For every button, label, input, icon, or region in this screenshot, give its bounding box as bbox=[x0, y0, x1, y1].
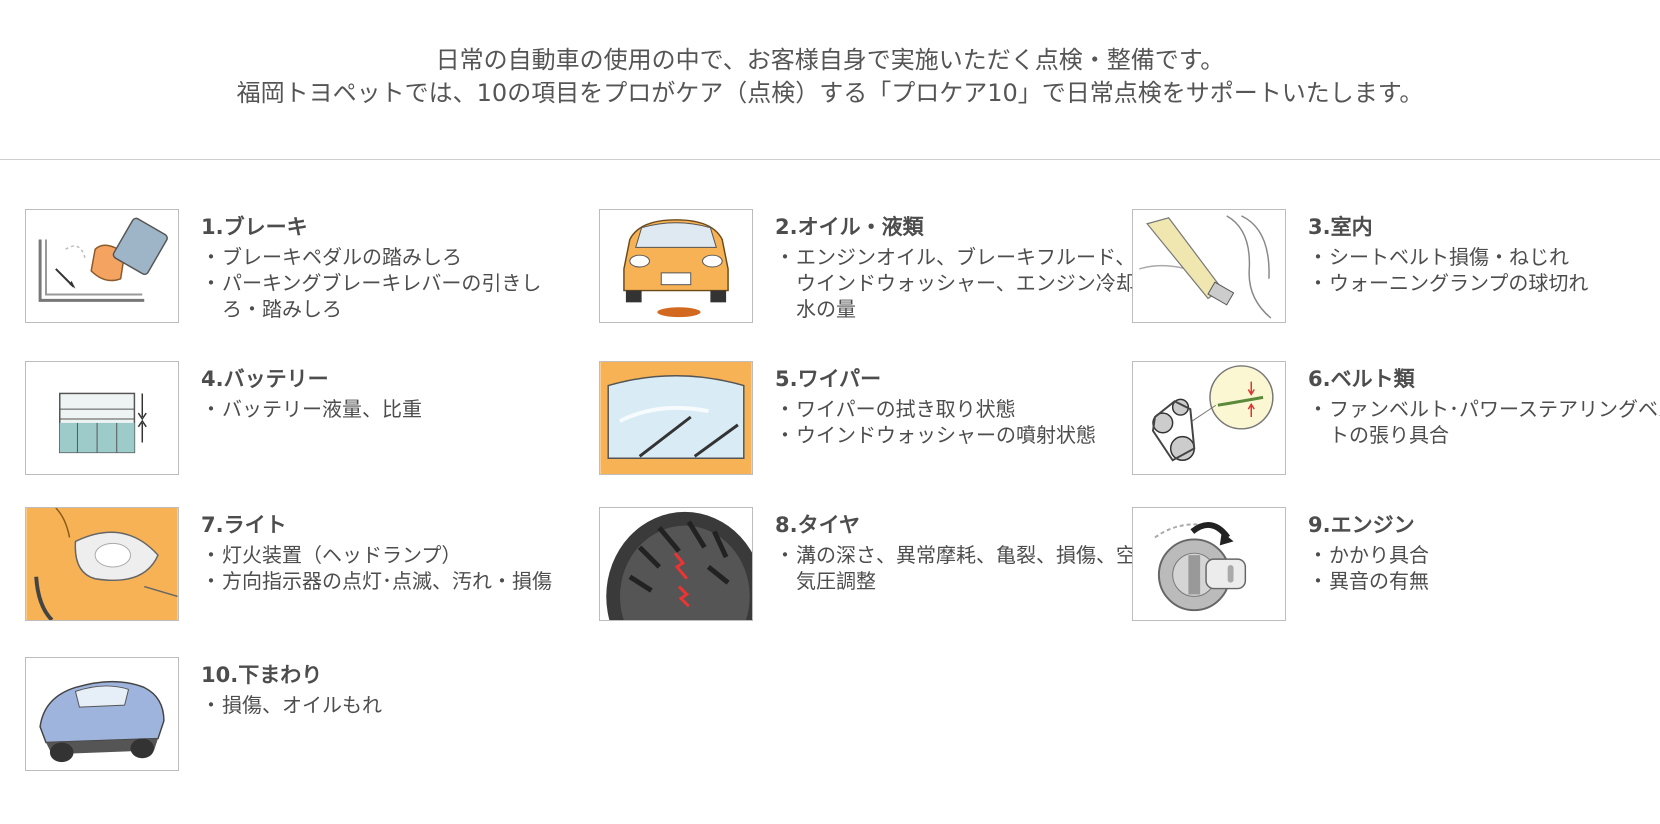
item-title: 1.ブレーキ bbox=[201, 215, 308, 239]
item-bullet: バッテリー液量、比重 bbox=[201, 396, 571, 422]
wiper-icon bbox=[599, 361, 753, 475]
item-bullet: 損傷、オイルもれ bbox=[201, 692, 571, 718]
item-title: 8.タイヤ bbox=[775, 513, 860, 537]
item-bullet: 溝の深さ、異常摩耗、亀裂、損傷、空気圧調整 bbox=[775, 542, 1145, 594]
seatbelt-icon bbox=[1132, 209, 1286, 323]
car-underside-icon bbox=[25, 657, 179, 771]
item-title: 7.ライト bbox=[201, 513, 287, 537]
tire-icon bbox=[599, 507, 753, 621]
inspection-item-interior: 3.室内 シートベルト損傷・ねじれ ウォーニングランプの球切れ bbox=[1132, 209, 1660, 329]
item-bullet: ブレーキペダルの踏みしろ bbox=[201, 244, 571, 270]
item-bullet: ウォーニングランプの球切れ bbox=[1308, 270, 1660, 296]
item-bullet: ファンベルト･パワーステアリングベルトの張り具合 bbox=[1308, 396, 1660, 448]
item-title: 10.下まわり bbox=[201, 663, 323, 687]
inspection-item-tire: 8.タイヤ 溝の深さ、異常摩耗、亀裂、損傷、空気圧調整 bbox=[599, 507, 1159, 627]
item-title: 4.バッテリー bbox=[201, 367, 329, 391]
item-bullet: パーキングブレーキレバーの引きしろ・踏みしろ bbox=[201, 270, 571, 322]
intro-text: 日常の自動車の使用の中で、お客様自身で実施いただく点検・整備です。 福岡トヨペッ… bbox=[0, 44, 1660, 110]
inspection-item-wiper: 5.ワイパー ワイパーの拭き取り状態 ウインドウォッシャーの噴射状態 bbox=[599, 361, 1159, 481]
inspection-item-battery: 4.バッテリー バッテリー液量、比重 bbox=[25, 361, 585, 481]
item-bullet: 灯火装置（ヘッドランプ） bbox=[201, 542, 571, 568]
item-bullet: ワイパーの拭き取り状態 bbox=[775, 396, 1145, 422]
item-bullet: 方向指示器の点灯･点滅、汚れ・損傷 bbox=[201, 568, 571, 594]
item-bullet: 異音の有無 bbox=[1308, 568, 1660, 594]
brake-pedal-icon bbox=[25, 209, 179, 323]
inspection-item-brake: 1.ブレーキ ブレーキペダルの踏みしろ パーキングブレーキレバーの引きしろ・踏み… bbox=[25, 209, 585, 329]
intro-line-2: 福岡トヨペットでは、10の項目をプロがケア（点検）する「プロケア10」で日常点検… bbox=[236, 79, 1424, 107]
headlight-icon bbox=[25, 507, 179, 621]
intro-line-1: 日常の自動車の使用の中で、お客様自身で実施いただく点検・整備です。 bbox=[435, 46, 1225, 74]
oil-leak-car-icon bbox=[599, 209, 753, 323]
inspection-item-engine: 9.エンジン かかり具合 異音の有無 bbox=[1132, 507, 1660, 627]
ignition-key-icon bbox=[1132, 507, 1286, 621]
item-title: 9.エンジン bbox=[1308, 513, 1415, 537]
item-bullet: シートベルト損傷・ねじれ bbox=[1308, 244, 1660, 270]
belt-icon bbox=[1132, 361, 1286, 475]
item-title: 3.室内 bbox=[1308, 215, 1373, 239]
item-title: 2.オイル・液類 bbox=[775, 215, 924, 239]
item-bullet: かかり具合 bbox=[1308, 542, 1660, 568]
item-bullet: ウインドウォッシャーの噴射状態 bbox=[775, 422, 1145, 448]
item-bullet: エンジンオイル、ブレーキフルード、ウインドウォッシャー、エンジン冷却水の量 bbox=[775, 244, 1145, 322]
item-title: 6.ベルト類 bbox=[1308, 367, 1415, 391]
inspection-item-belt: 6.ベルト類 ファンベルト･パワーステアリングベルトの張り具合 bbox=[1132, 361, 1660, 481]
item-title: 5.ワイパー bbox=[775, 367, 882, 391]
inspection-item-oil: 2.オイル・液類 エンジンオイル、ブレーキフルード、ウインドウォッシャー、エンジ… bbox=[599, 209, 1159, 329]
battery-icon bbox=[25, 361, 179, 475]
inspection-item-underside: 10.下まわり 損傷、オイルもれ bbox=[25, 657, 585, 777]
inspection-item-light: 7.ライト 灯火装置（ヘッドランプ） 方向指示器の点灯･点滅、汚れ・損傷 bbox=[25, 507, 585, 627]
divider bbox=[0, 159, 1660, 160]
